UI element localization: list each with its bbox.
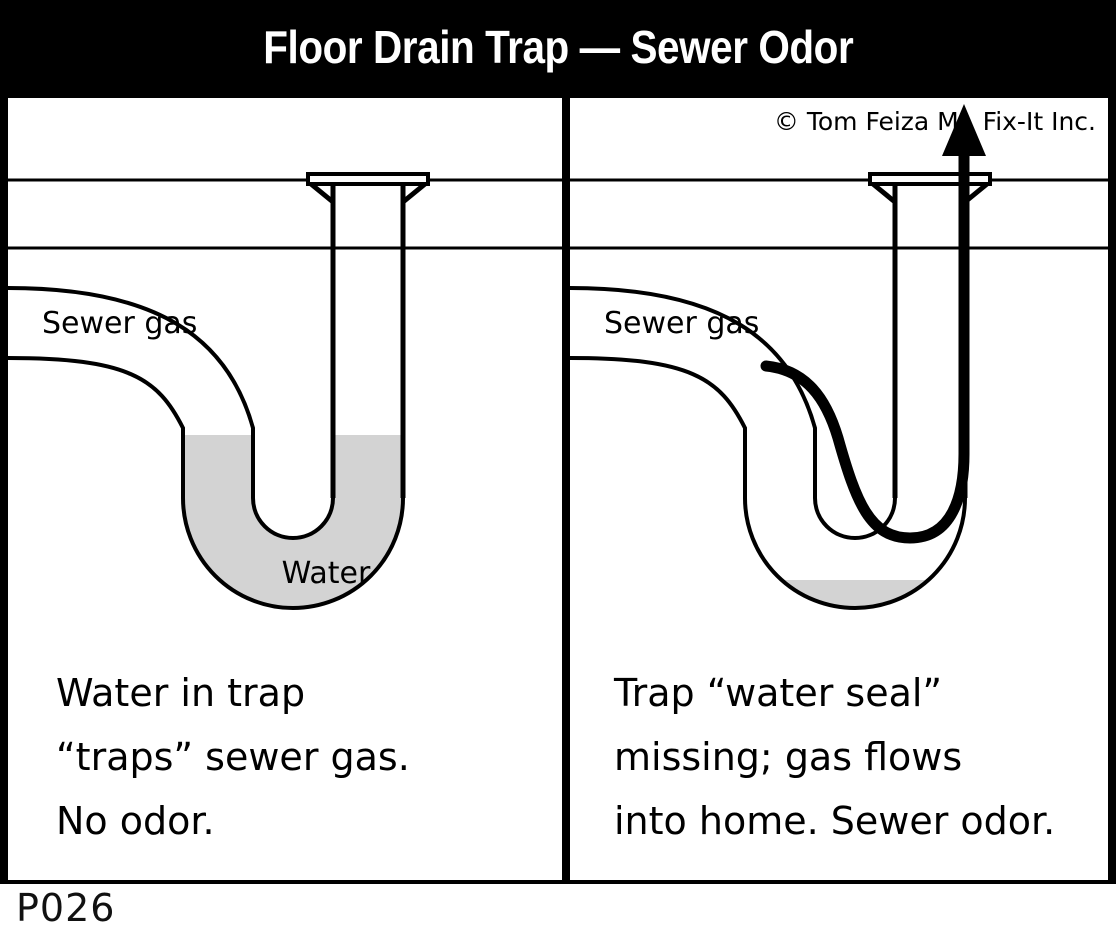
- sewer-pipe-top-wall: [8, 356, 185, 498]
- page-title: Floor Drain Trap — Sewer Odor: [262, 21, 854, 73]
- drain-flange-taper-left: [309, 182, 335, 204]
- panel-working-trap: Sewer gas Water Water in trap “traps” se…: [8, 98, 562, 880]
- title-bar: Floor Drain Trap — Sewer Odor: [0, 0, 1116, 94]
- page-code: P026: [16, 886, 116, 930]
- caption-line-2: “traps” sewer gas.: [56, 735, 410, 779]
- caption-line-1: Trap “water seal”: [613, 671, 942, 715]
- drain-flange-taper-left: [871, 182, 897, 204]
- label-water: Water: [282, 556, 371, 591]
- sewer-pipe-top-wall: [570, 356, 747, 498]
- gas-flow-arrow-path: [760, 124, 970, 544]
- caption-line-2: missing; gas flows: [614, 735, 962, 779]
- sewer-pipe-bottom-wall: [8, 286, 255, 498]
- panel-dry-trap: © Tom Feiza Mr. Fix-It Inc.: [570, 98, 1108, 880]
- footer-bar: P026: [0, 884, 1116, 934]
- copyright-notice: © Tom Feiza Mr. Fix-It Inc.: [774, 107, 1096, 136]
- trap-inner-wall: [813, 497, 897, 540]
- trap-outer-wall: [181, 497, 405, 610]
- drain-flange-cap: [868, 172, 992, 186]
- trap-inner-wall: [251, 497, 335, 540]
- label-sewer-gas: Sewer gas: [604, 306, 759, 341]
- drain-flange-taper-right: [401, 182, 427, 204]
- label-sewer-gas: Sewer gas: [42, 306, 197, 341]
- caption-line-3: No odor.: [56, 799, 215, 843]
- trap-outer-wall: [743, 497, 967, 610]
- sewer-pipe-bottom-wall: [570, 286, 817, 498]
- drain-flange-cap: [306, 172, 430, 186]
- caption-line-3: into home. Sewer odor.: [614, 799, 1055, 843]
- gas-flow-arrow-head: [942, 104, 986, 156]
- caption-line-1: Water in trap: [56, 671, 305, 715]
